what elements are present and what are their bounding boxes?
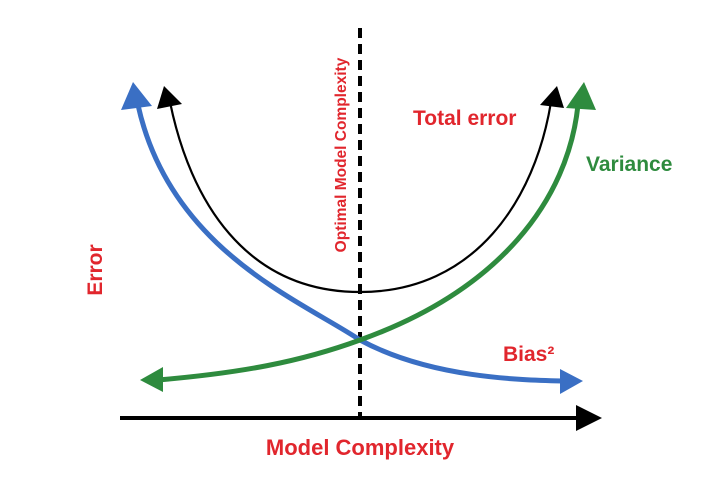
bias-top-arrowhead: [121, 82, 152, 110]
total-error-right-arrowhead: [540, 86, 564, 108]
total-error-label: Total error: [413, 107, 516, 130]
variance-top-arrowhead: [566, 82, 596, 110]
x-axis-label: Model Complexity: [266, 435, 455, 460]
variance-label: Variance: [586, 153, 672, 176]
variance-curve: [157, 104, 581, 383]
bias-label: Bias²: [503, 343, 554, 366]
bias-right-arrowhead: [560, 369, 583, 394]
total-error-left-arrowhead: [157, 86, 182, 109]
total-error-curve: [168, 101, 553, 294]
optimal-complexity-label: Optimal Model Complexity: [333, 57, 350, 252]
x-axis-arrowhead: [576, 405, 602, 431]
bias-curve: [135, 104, 564, 384]
variance-left-arrowhead: [140, 367, 163, 392]
y-axis-label: Error: [84, 244, 107, 295]
